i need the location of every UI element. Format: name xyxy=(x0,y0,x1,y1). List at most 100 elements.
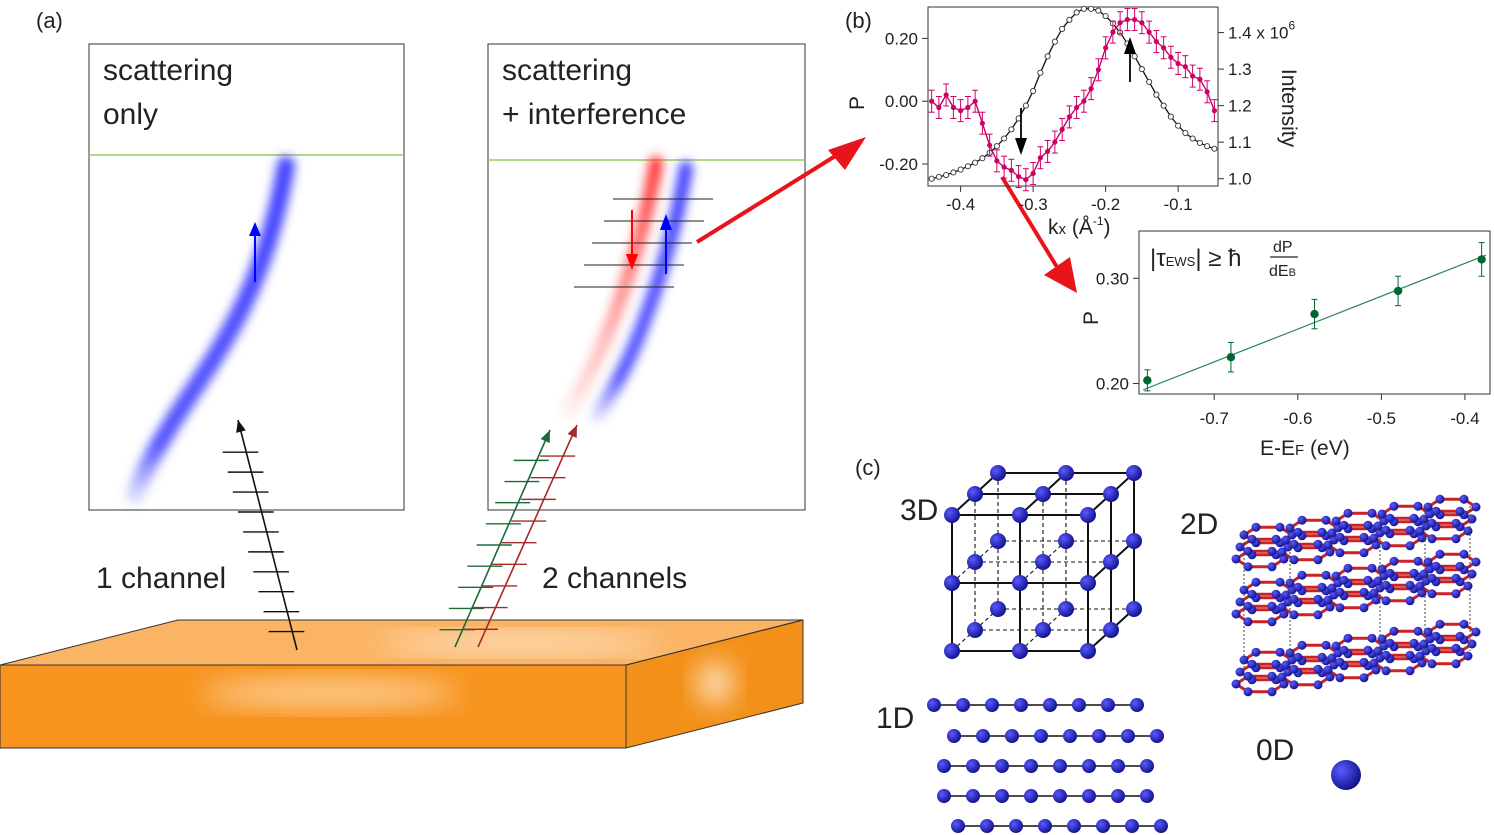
box1-line1: scattering xyxy=(103,54,233,87)
atom xyxy=(1459,619,1469,629)
atom xyxy=(1463,651,1473,661)
atom xyxy=(1289,594,1299,604)
atom xyxy=(1451,534,1461,544)
polarization-point xyxy=(1081,98,1087,104)
atom xyxy=(1427,573,1437,583)
atom xyxy=(1367,633,1377,643)
polarization-chart: -0.4-0.3-0.2-0.1-0.200.000.201.01.11.21.… xyxy=(846,5,1300,239)
atom xyxy=(985,698,999,712)
y-tick-label: 0.00 xyxy=(885,92,918,111)
intensity-point xyxy=(964,163,971,170)
polarization-point xyxy=(965,104,971,111)
intensity-point xyxy=(1189,135,1196,142)
atom xyxy=(1121,729,1135,743)
atom xyxy=(1385,568,1395,578)
atom xyxy=(1297,515,1307,525)
atom xyxy=(1373,646,1383,656)
label-1d: 1D xyxy=(876,702,914,735)
atom xyxy=(1327,583,1337,593)
atom xyxy=(1409,638,1419,648)
svg-text:dP: dP xyxy=(1273,239,1293,256)
atom xyxy=(1125,819,1139,833)
box2-line1: scattering xyxy=(502,54,632,87)
atom xyxy=(1359,587,1369,597)
y-tick-label: -0.20 xyxy=(879,155,918,174)
atom xyxy=(1381,580,1391,590)
atom xyxy=(1267,562,1277,572)
panel-label-a: (a) xyxy=(36,8,63,33)
atom xyxy=(1451,518,1461,528)
atom xyxy=(1063,729,1077,743)
label-1-channel: 1 channel xyxy=(96,562,226,595)
ray-green-arrow-icon xyxy=(540,430,550,443)
atom xyxy=(990,601,1006,617)
polarization-point xyxy=(972,98,978,104)
polarization-point xyxy=(1197,76,1203,82)
label-2-channels: 2 channels xyxy=(542,562,687,595)
atom xyxy=(1327,653,1337,663)
atom xyxy=(1431,561,1441,571)
intensity-point xyxy=(928,175,935,182)
atom xyxy=(1035,622,1051,638)
atom xyxy=(1335,532,1345,542)
polarization-point xyxy=(1168,54,1174,60)
polarization-point xyxy=(1161,45,1167,51)
atom xyxy=(1417,658,1427,668)
atom xyxy=(1043,698,1057,712)
atom xyxy=(1024,759,1038,773)
atom xyxy=(1451,573,1461,583)
atom xyxy=(967,486,983,502)
atom xyxy=(1293,652,1303,662)
atom xyxy=(1381,525,1391,535)
atom xyxy=(1072,698,1086,712)
y-right-tick-label: 1.1 xyxy=(1228,133,1252,152)
intensity-point xyxy=(943,171,950,179)
atom xyxy=(1140,789,1154,803)
atom xyxy=(951,819,965,833)
atom xyxy=(1251,577,1261,587)
polarization-point xyxy=(1139,20,1145,26)
atom xyxy=(1359,603,1369,613)
atom xyxy=(1038,819,1052,833)
atom xyxy=(1325,547,1335,557)
atom xyxy=(1126,533,1142,549)
atom xyxy=(1297,640,1307,650)
label-0d: 0D xyxy=(1256,734,1294,767)
atom xyxy=(1435,494,1445,504)
polarization-point xyxy=(1182,64,1188,70)
blue-band-2 xyxy=(591,161,693,422)
atom xyxy=(1423,502,1433,512)
atom xyxy=(1317,527,1327,537)
lattice-2d xyxy=(1231,494,1481,697)
x-tick-label: -0.4 xyxy=(1450,409,1479,428)
sample-slab xyxy=(0,619,804,749)
atom xyxy=(1251,522,1261,532)
label-3d: 3D xyxy=(900,494,938,527)
atom xyxy=(1371,665,1381,675)
intensity-point xyxy=(1088,5,1095,12)
atom xyxy=(1281,660,1291,670)
atom xyxy=(1427,643,1437,653)
atom xyxy=(1417,588,1427,598)
polarization-point xyxy=(1211,108,1217,114)
data-point xyxy=(1477,255,1486,264)
atom xyxy=(1231,609,1241,619)
lattice-bond xyxy=(1019,629,1044,652)
atom xyxy=(1359,673,1369,683)
x-tick-label: -0.4 xyxy=(946,195,975,214)
atom xyxy=(995,759,1009,773)
atom xyxy=(1285,578,1295,588)
atom xyxy=(1405,666,1415,676)
atom xyxy=(1463,526,1473,536)
atom-0d xyxy=(1331,760,1361,790)
lattice-bond xyxy=(951,561,976,584)
atom xyxy=(1405,580,1415,590)
atom xyxy=(1389,556,1399,566)
atom xyxy=(1427,534,1437,544)
atom xyxy=(1082,759,1096,773)
lattice-3d xyxy=(944,465,1142,659)
down-arrow-icon-black xyxy=(1015,138,1027,155)
polarization-point xyxy=(1001,164,1007,170)
atom xyxy=(1325,672,1335,682)
intensity-point xyxy=(1146,78,1153,85)
